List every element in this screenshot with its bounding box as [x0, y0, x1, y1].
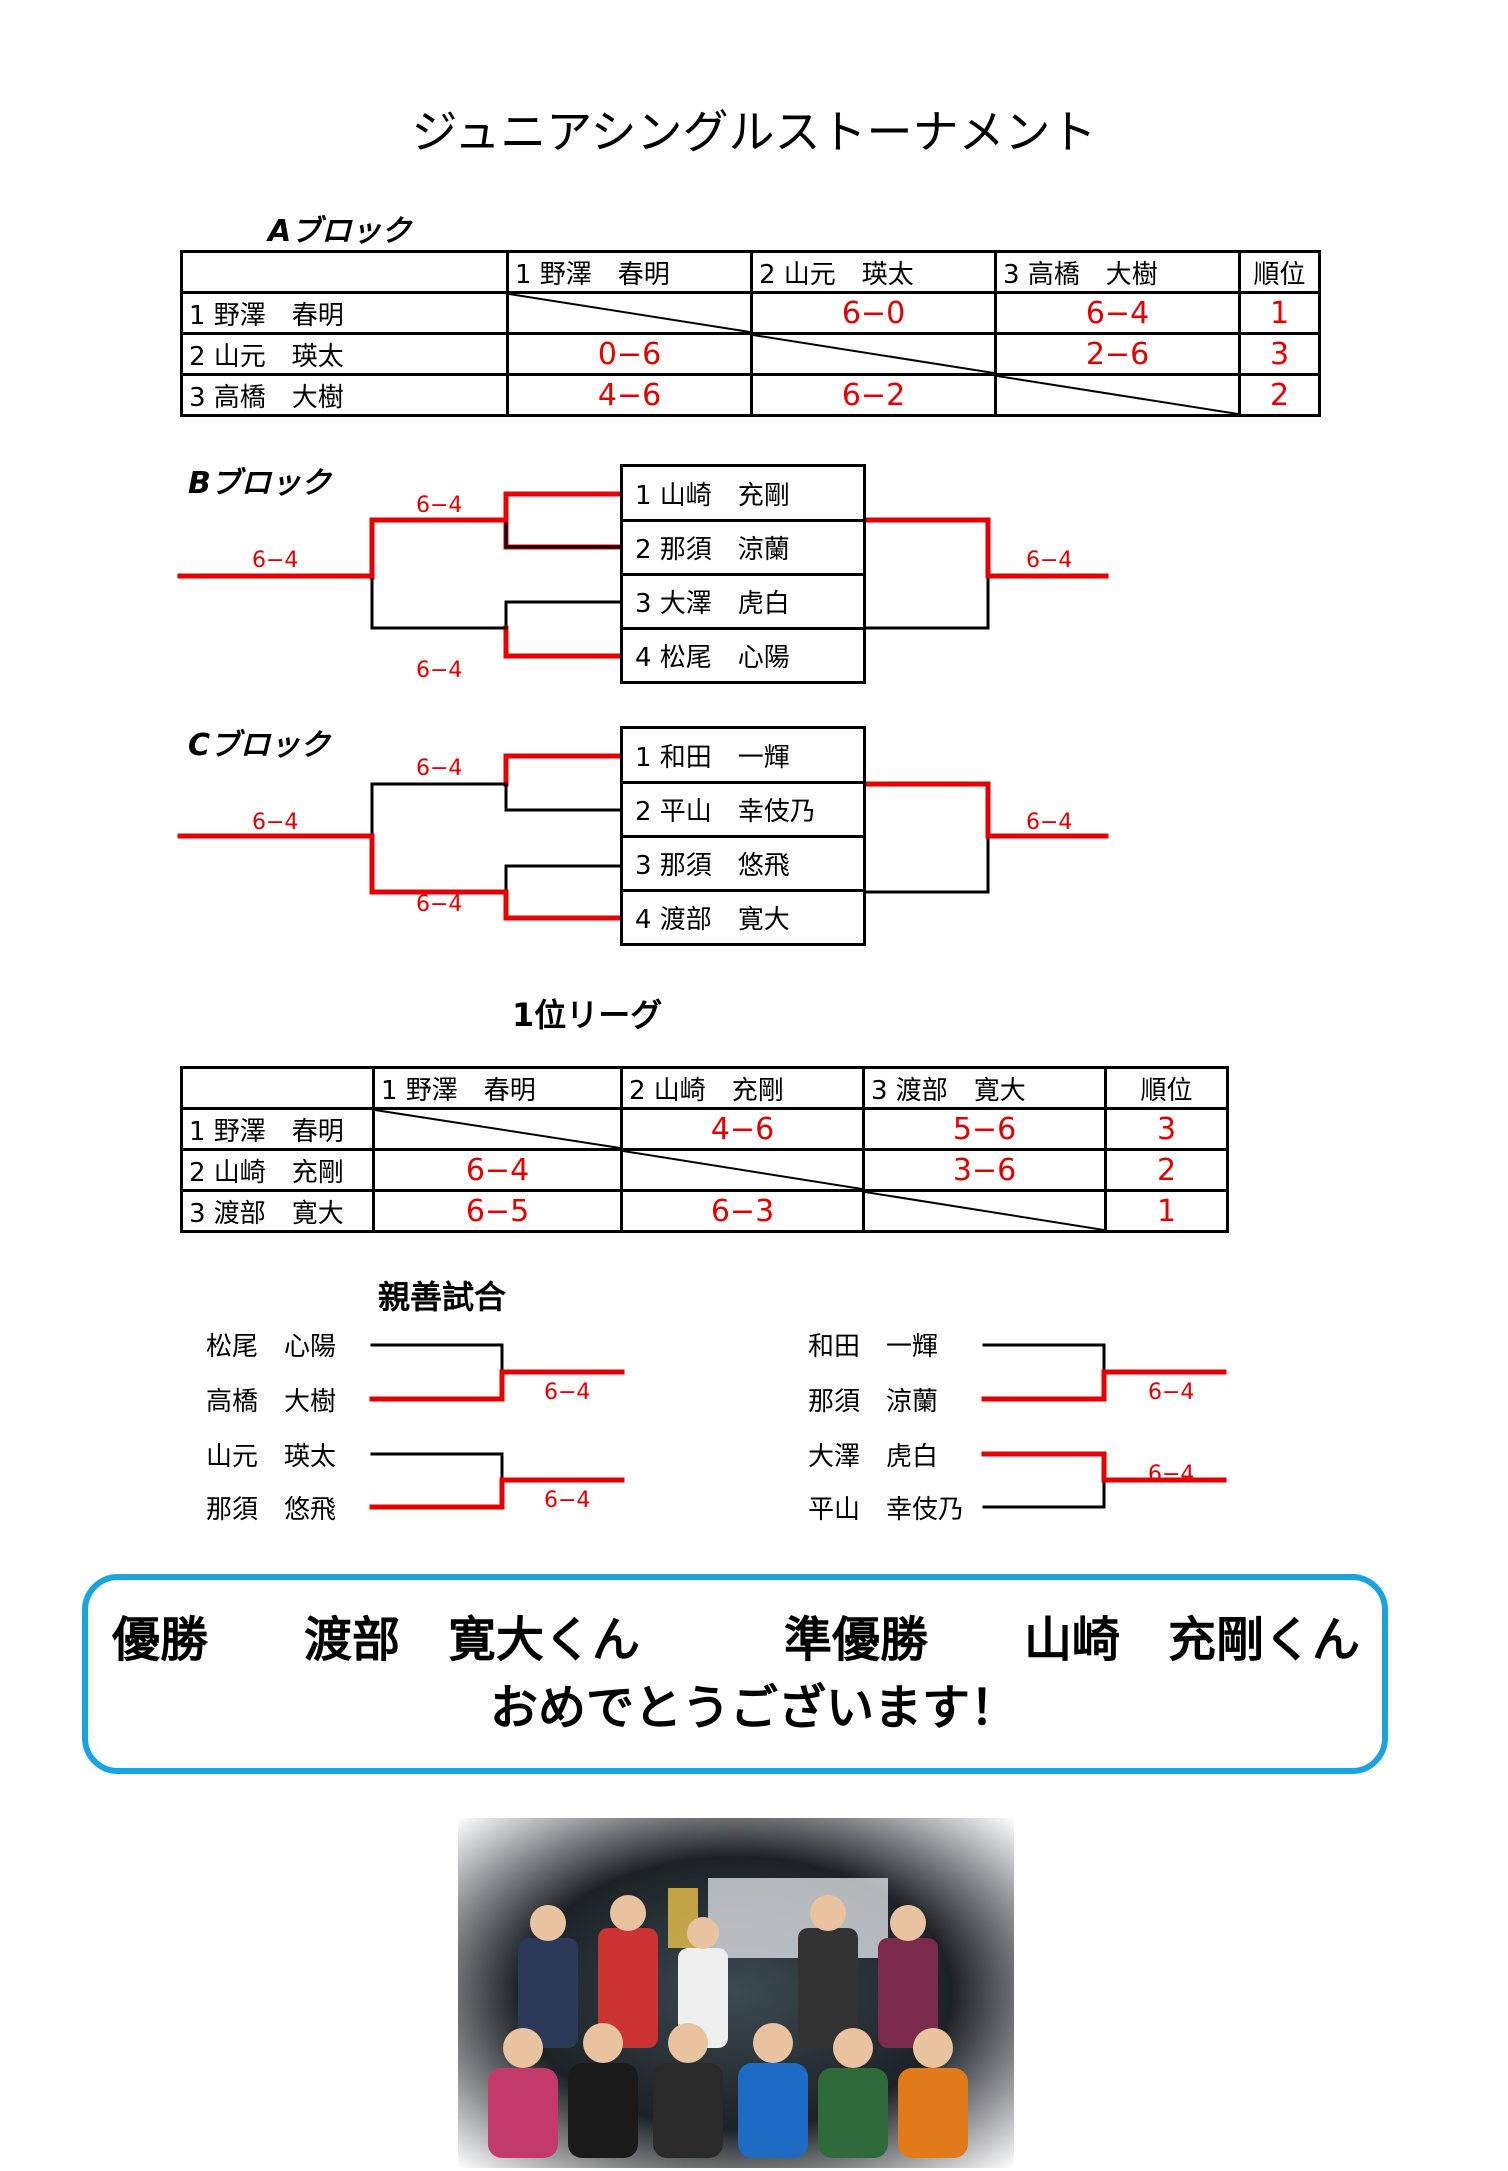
score-label: 6−4	[252, 548, 299, 573]
score-label: 6−4	[1026, 810, 1073, 835]
diagonal-cell	[372, 1107, 623, 1151]
table-row: 3 高橋 大樹 4−6 6−2 2	[180, 373, 1321, 417]
score-cell: 6−2	[750, 373, 997, 417]
player-name-cell: 2 山元 瑛太	[180, 332, 509, 376]
exhibition-player: 大澤 虎白	[808, 1442, 939, 1472]
rank-cell: 2	[1238, 373, 1321, 417]
banner-congrats: おめでとうございます！	[489, 1680, 1018, 1736]
rank-cell: 3	[1238, 332, 1321, 376]
score-cell: 0−6	[506, 332, 753, 376]
score-cell: 6−4	[994, 291, 1241, 335]
header-cell: 3 高橋 大樹	[994, 250, 1241, 294]
rank-header: 順位	[1104, 1066, 1229, 1110]
header-cell: 2 山崎 充剛	[620, 1066, 865, 1110]
score-cell: 6−0	[750, 291, 997, 335]
block-b-player: 2 那須 涼蘭	[620, 519, 866, 576]
diagonal-cell	[620, 1148, 865, 1192]
block-b-player: 4 松尾 心陽	[620, 627, 866, 684]
group-photo	[458, 1818, 1014, 2168]
block-b-label: Bブロック	[188, 466, 331, 501]
exhibition-player: 和田 一輝	[808, 1332, 939, 1362]
player-name-cell: 3 高橋 大樹	[180, 373, 509, 417]
score-cell: 6−5	[372, 1189, 623, 1233]
score-cell: 4−6	[506, 373, 753, 417]
player-name-cell: 2 山崎 充剛	[180, 1148, 375, 1192]
league-label: 1位リーグ	[512, 996, 663, 1034]
rank-cell: 3	[1104, 1107, 1229, 1151]
player-name-cell: 1 野澤 春明	[180, 1107, 375, 1151]
table-row: 1 野澤 春明 4−6 5−6 3	[180, 1107, 1229, 1151]
score-cell: 4−6	[620, 1107, 865, 1151]
exhibition-label: 親善試合	[378, 1278, 507, 1316]
block-c-player: 4 渡部 寛大	[620, 889, 866, 946]
header-cell	[180, 250, 509, 294]
rank-cell: 1	[1104, 1189, 1229, 1233]
exhibition-player: 高橋 大樹	[206, 1387, 337, 1417]
header-cell	[180, 1066, 375, 1110]
diagonal-cell	[862, 1189, 1107, 1233]
score-cell: 6−4	[372, 1148, 623, 1192]
exhibition-player: 山元 瑛太	[206, 1442, 337, 1472]
score-label: 6−4	[416, 493, 463, 518]
rank-header: 順位	[1238, 250, 1321, 294]
diagonal-cell	[994, 373, 1241, 417]
rank-cell: 1	[1238, 291, 1321, 335]
header-cell: 3 渡部 寛大	[862, 1066, 1107, 1110]
block-a-label: Aブロック	[268, 214, 412, 249]
block-c-player: 1 和田 一輝	[620, 726, 866, 784]
table-row: 2 山元 瑛太 0−6 2−6 3	[180, 332, 1321, 376]
exhibition-player: 那須 悠飛	[206, 1495, 337, 1525]
header-cell: 1 野澤 春明	[506, 250, 753, 294]
header-cell: 2 山元 瑛太	[750, 250, 997, 294]
score-cell: 6−3	[620, 1189, 865, 1233]
group-photo-image	[488, 1878, 968, 2158]
score-label: 6−4	[416, 892, 463, 917]
exhibition-player: 那須 涼蘭	[808, 1387, 939, 1417]
score-cell: 3−6	[862, 1148, 1107, 1192]
player-name-cell: 3 渡部 寛大	[180, 1189, 375, 1233]
block-a-table: 1 野澤 春明 2 山元 瑛太 3 高橋 大樹 順位 1 野澤 春明 6−0 6…	[180, 250, 1321, 417]
table-header-row: 1 野澤 春明 2 山元 瑛太 3 高橋 大樹 順位	[180, 250, 1321, 294]
score-label: 6−4	[544, 1380, 591, 1405]
score-cell: 5−6	[862, 1107, 1107, 1151]
exhibition-player: 平山 幸伎乃	[808, 1495, 965, 1525]
score-label: 6−4	[1148, 1462, 1195, 1487]
block-c-player: 2 平山 幸伎乃	[620, 781, 866, 838]
block-b-player: 3 大澤 虎白	[620, 573, 866, 630]
player-name-cell: 1 野澤 春明	[180, 291, 509, 335]
block-b-player: 1 山崎 充剛	[620, 464, 866, 522]
table-row: 1 野澤 春明 6−0 6−4 1	[180, 291, 1321, 335]
table-row: 3 渡部 寛大 6−5 6−3 1	[180, 1189, 1229, 1233]
score-cell: 2−6	[994, 332, 1241, 376]
league-table: 1 野澤 春明 2 山崎 充剛 3 渡部 寛大 順位 1 野澤 春明 4−6 5…	[180, 1066, 1229, 1233]
header-cell: 1 野澤 春明	[372, 1066, 623, 1110]
block-c-player: 3 那須 悠飛	[620, 835, 866, 892]
page-title: ジュニアシングルストーナメント	[411, 105, 1097, 159]
score-label: 6−4	[1026, 548, 1073, 573]
table-row: 2 山崎 充剛 6−4 3−6 2	[180, 1148, 1229, 1192]
congratulations-banner	[82, 1574, 1388, 1774]
block-c-label: Cブロック	[188, 728, 331, 763]
table-header-row: 1 野澤 春明 2 山崎 充剛 3 渡部 寛大 順位	[180, 1066, 1229, 1110]
diagonal-cell	[750, 332, 997, 376]
banner-winners: 優勝 渡部 寛大くん 準優勝 山崎 充剛くん	[112, 1612, 1361, 1668]
score-label: 6−4	[416, 756, 463, 781]
diagonal-cell	[506, 291, 753, 335]
exhibition-left-bracket	[369, 1343, 625, 1510]
score-label: 6−4	[252, 810, 299, 835]
score-label: 6−4	[1148, 1380, 1195, 1405]
rank-cell: 2	[1104, 1148, 1229, 1192]
score-label: 6−4	[544, 1488, 591, 1513]
exhibition-player: 松尾 心陽	[206, 1332, 337, 1362]
score-label: 6−4	[416, 658, 463, 683]
